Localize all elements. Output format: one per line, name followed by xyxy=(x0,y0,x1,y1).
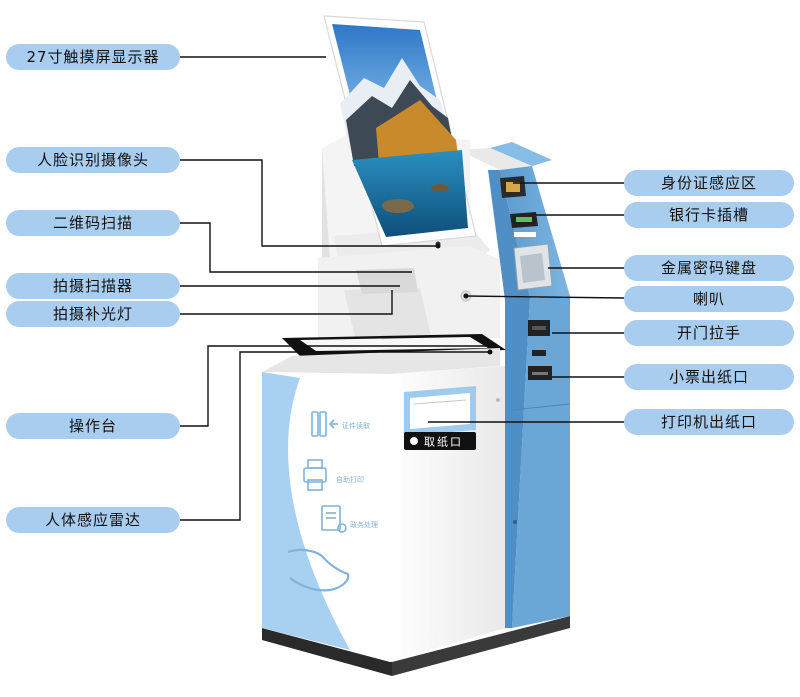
label-id-card-reader: 身份证感应区 xyxy=(624,170,794,196)
door-handle xyxy=(528,320,550,336)
label-fill-light: 拍摄补光灯 xyxy=(6,301,180,327)
panel-caption-gov: 政务处理 xyxy=(350,520,378,529)
receipt-outlet xyxy=(528,366,552,380)
label-receipt-outlet: 小票出纸口 xyxy=(624,364,794,390)
label-photo-scanner: 拍摄扫描器 xyxy=(6,273,180,299)
printer-icon xyxy=(303,459,327,491)
document-icon xyxy=(321,505,347,533)
printer-glyph-icon xyxy=(410,437,418,445)
id-reader-icon xyxy=(311,411,338,437)
kiosk-base xyxy=(262,616,570,676)
indicator-light xyxy=(532,350,546,356)
label-touchscreen: 27寸触摸屏显示器 xyxy=(6,44,180,70)
leader-lines xyxy=(180,56,625,521)
label-printer-outlet: 打印机出纸口 xyxy=(624,409,794,435)
paper-pickup-badge xyxy=(404,432,476,450)
label-metal-keypad: 金属密码键盘 xyxy=(624,255,794,281)
panel-caption-id: 证件读取 xyxy=(342,421,370,430)
id-card-reader xyxy=(500,176,526,198)
label-door-handle: 开门拉手 xyxy=(624,320,794,346)
label-face-camera: 人脸识别摄像头 xyxy=(6,147,180,173)
printer-outlet xyxy=(404,386,476,436)
metal-keypad xyxy=(513,243,553,291)
panel-caption-print: 自助打印 xyxy=(336,475,364,484)
label-bank-card-slot: 银行卡插槽 xyxy=(624,202,794,228)
hand-icon xyxy=(287,548,350,592)
bank-card-slot xyxy=(510,212,538,237)
label-operating-table: 操作台 xyxy=(6,413,180,439)
label-radar: 人体感应雷达 xyxy=(6,507,180,533)
touchscreen xyxy=(323,15,477,247)
label-qr-scanner: 二维码扫描 xyxy=(6,210,180,236)
label-speaker: 喇叭 xyxy=(624,286,794,312)
paper-pickup-badge-text: 取纸口 xyxy=(424,436,463,449)
